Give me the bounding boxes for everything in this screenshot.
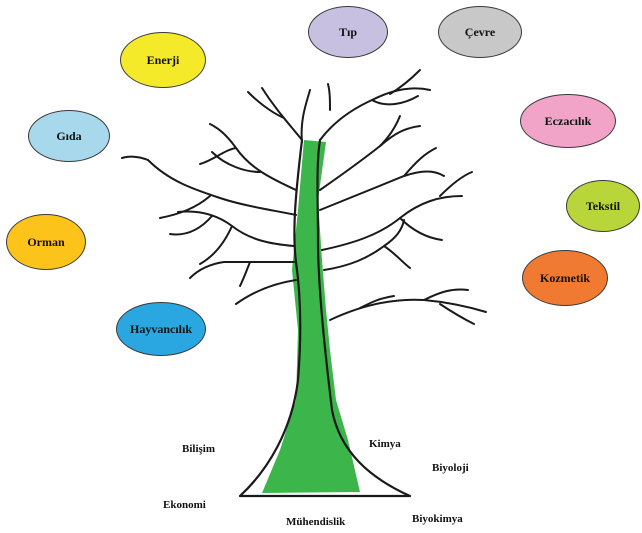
area-label-tip: Tıp: [338, 24, 357, 39]
root-label-bilisim: Bilişim: [182, 443, 216, 455]
area-bubble-eczacilik: Eczacılık: [520, 94, 616, 148]
root-label-kimya: Kimya: [369, 438, 401, 450]
tree-trunk-outline: [238, 138, 412, 498]
area-label-enerji: Enerji: [146, 52, 180, 67]
area-bubble-orman: Orman: [6, 214, 86, 270]
area-bubble-gida: Gıda: [28, 110, 110, 162]
tree-branches: [121, 69, 487, 325]
root-label-biyokimya: Biyokimya: [412, 513, 463, 525]
area-bubble-enerji: Enerji: [120, 32, 206, 88]
area-label-kozmetik: Kozmetik: [540, 270, 590, 285]
root-label-muhendislik: Mühendislik: [286, 516, 346, 528]
tree-trunk-fill: [262, 140, 360, 493]
area-label-gida: Gıda: [56, 128, 82, 143]
area-bubble-tip: Tıp: [308, 6, 388, 58]
area-bubble-tekstil: Tekstil: [566, 180, 640, 232]
area-label-eczacilik: Eczacılık: [544, 113, 592, 128]
area-bubble-cevre: Çevre: [438, 6, 522, 58]
area-label-orman: Orman: [27, 234, 65, 249]
area-bubble-kozmetik: Kozmetik: [522, 250, 608, 306]
root-label-ekonomi: Ekonomi: [163, 499, 206, 511]
root-label-biyoloji: Biyoloji: [432, 462, 469, 474]
area-bubble-hayvancilik: Hayvancılık: [116, 302, 206, 356]
area-label-hayvancilik: Hayvancılık: [129, 321, 192, 336]
area-label-tekstil: Tekstil: [585, 198, 621, 213]
area-label-cevre: Çevre: [464, 24, 496, 39]
